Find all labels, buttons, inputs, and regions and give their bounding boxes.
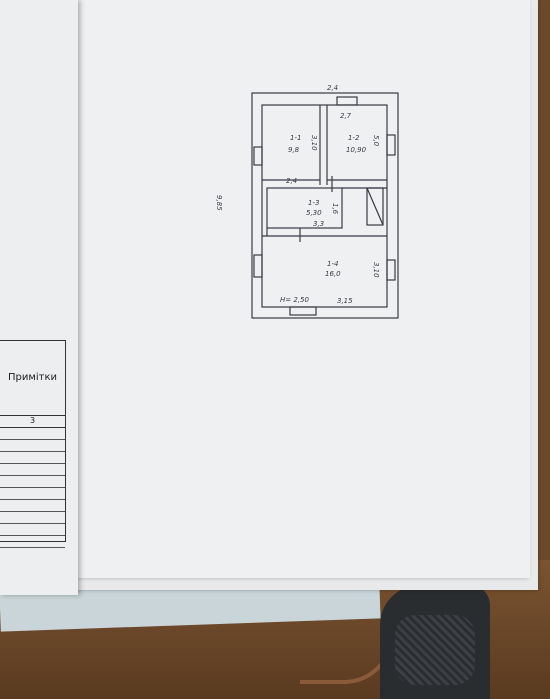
table-row [0, 464, 65, 476]
table-row [0, 512, 65, 524]
room-1-3-area: 5,30 [306, 209, 322, 217]
window-left [253, 254, 263, 278]
ceiling-height: H= 2,50 [280, 296, 309, 304]
room-1-2-side: 5,0 [372, 135, 380, 147]
table-row [0, 524, 65, 536]
room-1-3-bottom: 3,3 [313, 220, 324, 228]
room-1-2-area: 10,90 [346, 146, 367, 154]
stairs [366, 187, 384, 226]
left-height: 9,85 [215, 195, 223, 211]
column-number: 3 [0, 415, 65, 428]
left-page: Примітки 3 [0, 0, 78, 595]
room-1-4-id: 1-4 [327, 260, 338, 268]
window-bottom [289, 306, 317, 316]
window-top [336, 96, 358, 106]
top-inner-dimension: 2,7 [340, 112, 352, 120]
shoe-mesh [395, 615, 475, 685]
top-dimension: 2,4 [327, 84, 338, 92]
room-1-4-area: 16,0 [325, 270, 341, 278]
plan-walls [251, 92, 399, 319]
room-1-1-side: 3,10 [310, 135, 318, 151]
table-row [0, 428, 65, 440]
table-row [0, 452, 65, 464]
room-1-2-id: 1-2 [348, 134, 360, 142]
room-1-1-id: 1-1 [290, 134, 301, 142]
outer-wall [251, 92, 399, 319]
table-row [0, 500, 65, 512]
table-header: Примітки [0, 341, 65, 416]
document-page [70, 0, 530, 578]
window-right [386, 259, 396, 281]
room-1-4-side: 3,10 [372, 262, 380, 278]
bottom-width: 3,15 [337, 297, 353, 305]
notes-table: Примітки 3 [0, 340, 66, 548]
window-left-top [253, 146, 263, 166]
room-1-3-wall [266, 187, 343, 229]
table-row [0, 536, 65, 548]
corridor-width: 2,4 [286, 177, 297, 185]
room-1-3-id: 1-3 [308, 199, 319, 207]
room-1-1-area: 9,8 [288, 146, 300, 154]
table-rows [0, 428, 65, 548]
table-row [0, 440, 65, 452]
stairs-line [366, 187, 384, 226]
window-right-top [386, 134, 396, 156]
inner-wall [261, 104, 388, 308]
table-row [0, 488, 65, 500]
plan-labels: 2,4 2,7 1-1 9,8 3,10 1-2 10,90 5,0 2,4 9… [215, 84, 380, 305]
table-row [0, 476, 65, 488]
room-1-3-side: 1,6 [331, 203, 339, 215]
